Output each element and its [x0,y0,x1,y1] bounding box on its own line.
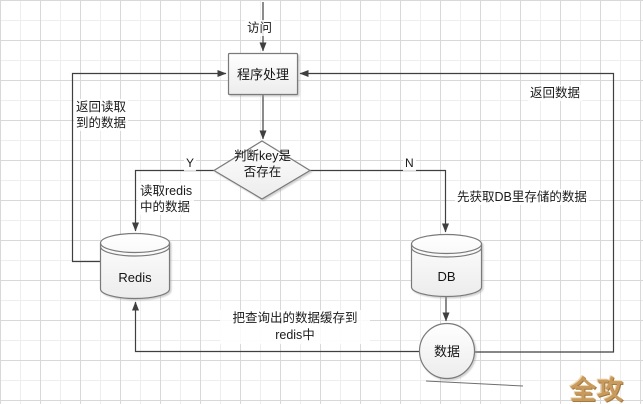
edge-label-read-redis: 读取redis 中的数据 [138,183,195,215]
shape-group [99,52,483,380]
redis-cylinder-body [99,232,171,300]
decision-diamond [212,140,312,200]
redis-cylinder-rim1 [99,242,171,254]
process-box [227,52,299,96]
db-cylinder-body [410,233,483,298]
watermark: 全攻略 [570,375,625,404]
stray-line [425,380,524,387]
data-circle [418,322,476,380]
db-node-label: DB [437,269,456,284]
edge-label-cache-to-redis: 把查询出的数据缓存到 redis中 [220,310,370,344]
db-cylinder-rim2 [410,247,483,258]
data-node-label: 数据 [433,344,460,359]
decision-node-label: 判断key是 否存在 [234,149,291,179]
redis-cylinder-rim2 [99,246,171,257]
db-cylinder-rim1 [410,243,483,255]
redis-node-label: Redis [118,270,152,285]
edge-decision-no-line [310,169,449,233]
edge-label-return-data: 返回数据 [528,85,583,101]
edge-label-no: N [403,155,416,171]
edge-label-yes: Y [184,155,197,171]
edge-redis-return-line [71,70,227,263]
edge-data-return-line [299,70,615,353]
process-node-label: 程序处理 [236,66,289,82]
edge-label-return-read: 返回读取 到的数据 [74,99,129,131]
edge-data-to-redis-line [132,301,420,353]
edge-label-get-db: 先获取DB里存储的数据 [455,189,589,205]
redis-cylinder [99,232,171,300]
db-cylinder [410,233,483,298]
edge-label-access: 访问 [245,20,275,36]
